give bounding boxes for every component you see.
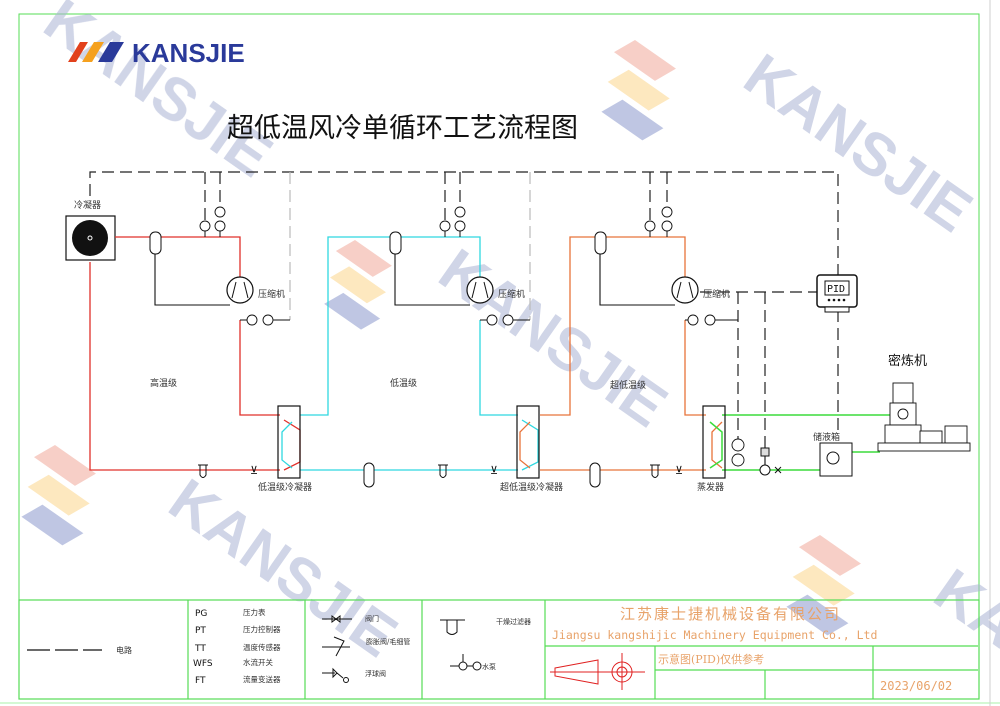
flow-switch (760, 447, 770, 457)
logo-stripe-orange (82, 42, 104, 62)
legend-electric-label: 电路 (116, 645, 132, 655)
receiver-3 (594, 231, 607, 255)
expansion-valve-1: ⊻ (250, 464, 258, 477)
watermark-8 (786, 535, 861, 636)
receiver-1 (149, 231, 162, 255)
pump-valve (774, 466, 782, 474)
filter-3 (650, 464, 660, 478)
drawing-note: 示意图(PID)仅供参考 (658, 652, 764, 666)
stage-low-label: 低温级 (390, 377, 417, 389)
watermark-6 (21, 445, 96, 546)
gauge-taps (204, 231, 738, 321)
legend-symbols: 阀门 膨胀阀/毛细管 浮球阀 干燥过滤器 水泵 (322, 614, 531, 683)
legend-electric-line: 电路 (27, 645, 132, 655)
abbr-desc: 水流开关 (243, 657, 273, 667)
receiver-2 (389, 231, 402, 255)
compressor-1-label: 压缩机 (258, 288, 285, 300)
symbol-desc: 阀门 (365, 614, 379, 623)
high-stage-refrigerant-line (89, 236, 301, 471)
watermark-text: KANSJIE (733, 41, 984, 245)
abbr-code: PT (195, 626, 206, 636)
watermark-1: KANSJIE (33, 0, 284, 190)
evaporator-label: 蒸发器 (697, 481, 724, 493)
motor-symbol-icon (472, 661, 482, 671)
abbr-desc: 压力表 (243, 607, 266, 617)
filter-symbol-icon (440, 619, 465, 635)
coolant-line (709, 414, 892, 471)
abbr-code: WFS (193, 659, 213, 669)
float-valve-symbol-icon (322, 667, 344, 679)
legend-abbreviations: PG 压力表 PT 压力控制器 TT 温度传感器 WFS 水流开关 FT 流量变… (193, 607, 281, 686)
hx-2-label: 超低温级冷凝器 (500, 481, 563, 493)
compressor-3-label: 压缩机 (703, 288, 730, 300)
company-name-en: Jiangsu kangshijic Machinery Equipment C… (552, 628, 877, 642)
logo-brand-text: KANSJIE (132, 38, 245, 68)
expansion-valve-symbol-icon (322, 636, 350, 657)
evaporator (702, 405, 726, 479)
title-block: 江苏康士捷机械设备有限公司 Jiangsu kangshijic Machine… (550, 605, 952, 693)
stage-ultra-label: 超低温级 (610, 379, 646, 391)
pid-display-label: PID (827, 284, 845, 295)
internal-mixer (877, 382, 971, 452)
stage-high-label: 高温级 (150, 377, 177, 389)
compressor-3: 压缩机 (671, 276, 730, 304)
abbr-code: TT (194, 644, 206, 654)
legend-table (18, 599, 980, 700)
ultra-stage-refrigerant-line (519, 236, 723, 471)
control-bus-gray (289, 172, 531, 320)
symbol-desc: 膨胀阀/毛细管 (366, 637, 410, 646)
accumulator-2 (589, 462, 601, 488)
hx-low-stage-condenser (277, 405, 301, 479)
tank-label: 储液箱 (813, 431, 840, 443)
control-bus (89, 171, 839, 470)
logo-stripe-blue (98, 42, 124, 62)
abbr-desc: 压力控制器 (243, 624, 281, 634)
company-logo: KANSJIE (68, 38, 245, 68)
filter-2 (438, 464, 448, 478)
symbol-desc: 干燥过滤器 (496, 617, 531, 626)
projection-symbol-icon (550, 653, 645, 690)
pid-controller[interactable]: PID (816, 274, 858, 313)
low-stage-refrigerant-line (281, 236, 539, 471)
abbr-code: PG (195, 609, 207, 619)
watermark-text: KANSJIE (428, 236, 679, 440)
logo-stripe-red (68, 42, 88, 62)
abbr-desc: 温度传感器 (243, 642, 281, 652)
symbol-desc: 水泵 (482, 662, 496, 671)
symbol-desc: 浮球阀 (365, 669, 386, 678)
circulation-pump (759, 464, 771, 476)
compressor-2: 压缩机 (466, 276, 525, 304)
hx-ultra-stage-condenser (516, 405, 540, 479)
drawing-date: 2023/06/02 (880, 679, 952, 693)
filter-1 (198, 464, 208, 478)
company-name-cn: 江苏康士捷机械设备有限公司 (620, 605, 841, 623)
expansion-valve-2: ⊻ (490, 464, 498, 477)
accumulator-1 (363, 462, 375, 488)
storage-tank: 储液箱 (813, 431, 853, 477)
compressor-2-label: 压缩机 (498, 288, 525, 300)
watermark-4: KANSJIE (428, 236, 679, 440)
condenser: 冷凝器 (65, 199, 116, 261)
abbr-code: FT (195, 676, 206, 686)
diagram-title: 超低温风冷单循环工艺流程图 (227, 113, 578, 144)
valve-symbol-icon (322, 615, 352, 623)
machine-label: 密炼机 (888, 353, 927, 369)
pump-symbol-icon (458, 661, 468, 671)
condenser-label: 冷凝器 (74, 199, 101, 211)
hx-1-label: 低温级冷凝器 (258, 481, 312, 493)
abbr-desc: 流量变送器 (243, 674, 281, 684)
watermark-2 (601, 40, 676, 141)
expansion-valve-3: ⊻ (675, 464, 683, 477)
compressor-1: 压缩机 (226, 276, 285, 304)
watermark-3: KANSJIE (733, 41, 984, 245)
watermark-text: KANSJIE (33, 0, 284, 190)
watermark-5 (324, 240, 392, 330)
suction-lines (154, 250, 675, 306)
